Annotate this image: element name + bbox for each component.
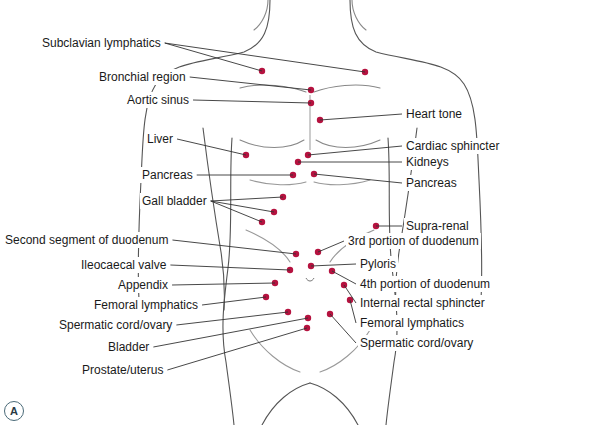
organ-label: Ileocaecal valve [79,257,168,273]
leader-line [193,100,311,103]
organ-label: Bronchial region [97,69,188,85]
leader-line [314,174,402,183]
organ-label: Heart tone [404,106,464,122]
organ-label: Cardiac sphincter [404,138,501,154]
organ-label: Prostate/uterus [80,362,165,378]
leader-line [308,146,402,155]
organ-label: Bladder [106,339,151,355]
leader-line [330,314,356,343]
leader-line [172,283,275,285]
leader-line [197,175,293,176]
organ-label: Femoral lymphatics [92,297,200,313]
organ-label: 4th portion of duodenum [358,276,492,292]
leader-line [298,162,402,163]
figure-letter: A [10,405,18,417]
organ-label: Appendix [116,277,170,293]
leader-line [165,43,262,71]
figure-letter-circle: A [4,401,24,421]
organ-label: Femoral lymphatics [358,315,466,331]
leader-line [170,265,290,270]
leader-line [332,271,356,284]
leader-line [320,114,402,120]
leader-line [177,139,246,155]
leader-line [202,297,266,305]
leader-line [153,318,308,347]
organ-label: Pancreas [140,167,195,183]
organ-label: Liver [145,131,175,147]
leader-line [176,312,288,325]
organ-label: Supra-renal [404,218,471,234]
organ-label: Gall bladder [140,193,209,209]
organ-label: Kidneys [404,154,451,170]
leader-line [350,300,356,323]
leader-line [165,43,365,72]
organ-label: Spermatic cord/ovary [358,335,475,351]
leader-line [211,201,262,222]
organ-label: Internal rectal sphincter [358,295,487,311]
organ-label: Pyloris [358,256,398,272]
organ-label: 3rd portion of duodenum [346,233,481,249]
leader-line [211,197,283,201]
leader-line [172,240,296,254]
leader-line [318,241,344,252]
organ-label: Pancreas [404,175,459,191]
organ-label: Subclavian lymphatics [40,35,163,51]
leader-line [376,226,402,227]
organ-label: Spermatic cord/ovary [57,317,174,333]
leader-line [211,201,274,212]
leader-line [190,77,311,90]
organ-label: Aortic sinus [125,92,191,108]
organ-label: Second segment of duodenum [3,232,170,248]
leader-line [311,264,356,266]
leader-line [167,328,307,370]
